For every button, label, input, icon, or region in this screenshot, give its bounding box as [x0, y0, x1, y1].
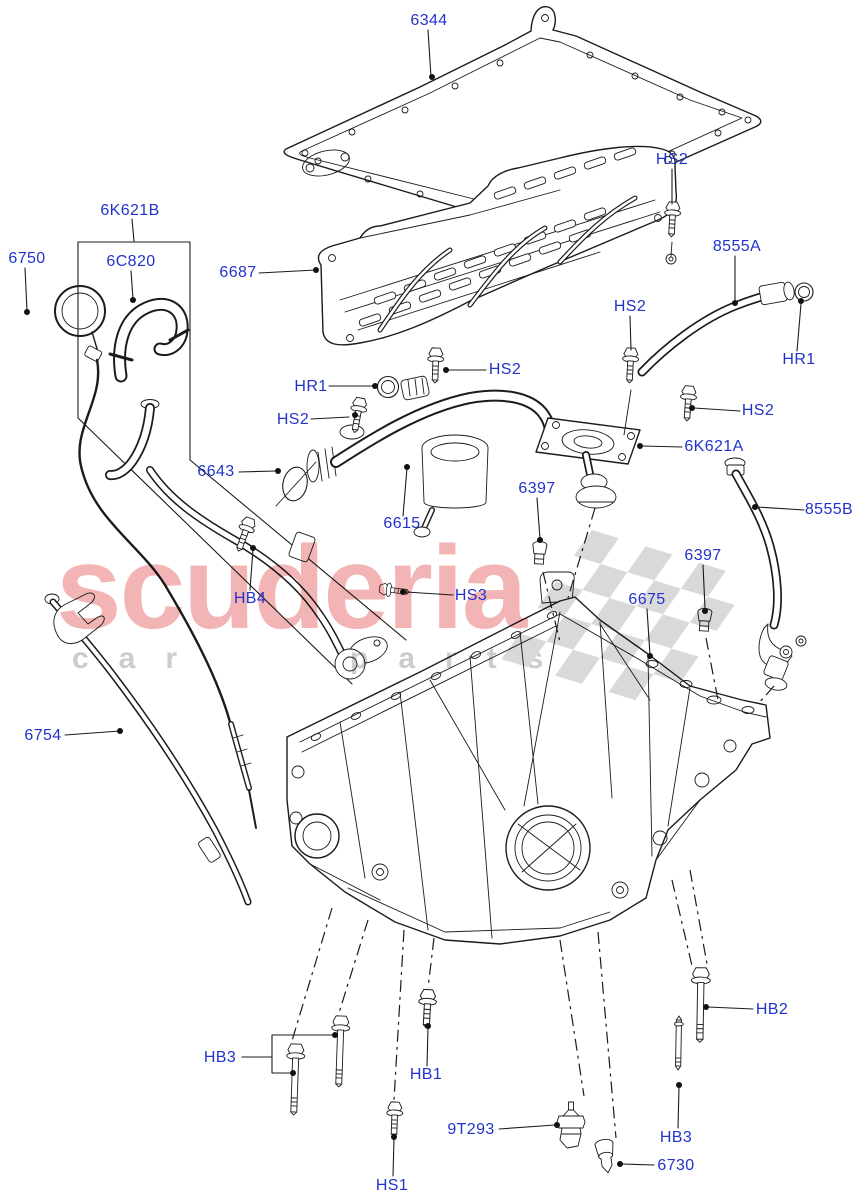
o-ring-HR1-left — [376, 375, 430, 401]
part-label-HS2-c[interactable]: HS2 — [488, 361, 522, 378]
oil-return-tube-8555B — [724, 457, 807, 691]
part-label-HB3-a[interactable]: HB3 — [203, 1049, 237, 1066]
part-label-6K621B[interactable]: 6K621B — [100, 202, 160, 219]
o-ring-6643 — [275, 461, 317, 507]
pan-bosses — [289, 739, 737, 899]
watermark-tagline-left: car — [72, 642, 207, 675]
part-label-6675[interactable]: 6675 — [628, 591, 666, 608]
windage-baffle-6687 — [317, 145, 678, 346]
part-label-6754[interactable]: 6754 — [24, 727, 62, 744]
part-label-HB2[interactable]: HB2 — [755, 1001, 789, 1018]
part-label-HB4[interactable]: HB4 — [233, 590, 267, 607]
part-label-6615[interactable]: 6615 — [383, 515, 421, 532]
part-label-HS2-d[interactable]: HS2 — [276, 411, 310, 428]
hose-callout-box — [77, 241, 407, 685]
part-label-HB1[interactable]: HB1 — [409, 1066, 443, 1083]
part-label-6C820[interactable]: 6C820 — [106, 253, 156, 270]
part-label-6397-a[interactable]: 6397 — [518, 480, 556, 497]
oil-cooler-tube-assembly — [146, 466, 388, 680]
part-label-HS3[interactable]: HS3 — [454, 587, 488, 604]
part-label-8555A[interactable]: 8555A — [712, 238, 762, 255]
part-label-6687[interactable]: 6687 — [219, 264, 257, 281]
part-label-9T293[interactable]: 9T293 — [447, 1121, 495, 1138]
part-label-6730[interactable]: 6730 — [657, 1157, 695, 1174]
part-label-6344[interactable]: 6344 — [410, 12, 448, 29]
part-label-HS2-e[interactable]: HS2 — [741, 402, 775, 419]
part-label-6643[interactable]: 6643 — [197, 463, 235, 480]
part-label-6397-b[interactable]: 6397 — [684, 547, 722, 564]
dipstick-6750 — [54, 285, 257, 829]
part-label-HR1-a[interactable]: HR1 — [782, 351, 816, 368]
watermark: scuderia car parts — [56, 522, 735, 701]
watermark-brand-text: scuderia — [56, 522, 529, 654]
oil-pickup-tube-6615 — [306, 389, 641, 538]
part-label-HS2-a[interactable]: HS2 — [655, 151, 689, 168]
part-label-6K621A[interactable]: 6K621A — [684, 438, 744, 455]
filler-hose-6C820 — [105, 297, 190, 481]
part-label-HS1[interactable]: HS1 — [375, 1177, 409, 1194]
pan-rim-holes — [310, 611, 755, 741]
part-label-HR1-b[interactable]: HR1 — [294, 378, 328, 395]
part-label-6750[interactable]: 6750 — [8, 250, 46, 267]
dipstick-tube-6754 — [44, 592, 252, 906]
checkered-flag-icon — [501, 530, 735, 701]
part-label-8555B[interactable]: 8555B — [804, 501, 854, 518]
part-label-HS2-b[interactable]: HS2 — [613, 298, 647, 315]
part-label-HB3-b[interactable]: HB3 — [659, 1129, 693, 1146]
oil-feed-tube-8555A — [637, 281, 814, 377]
